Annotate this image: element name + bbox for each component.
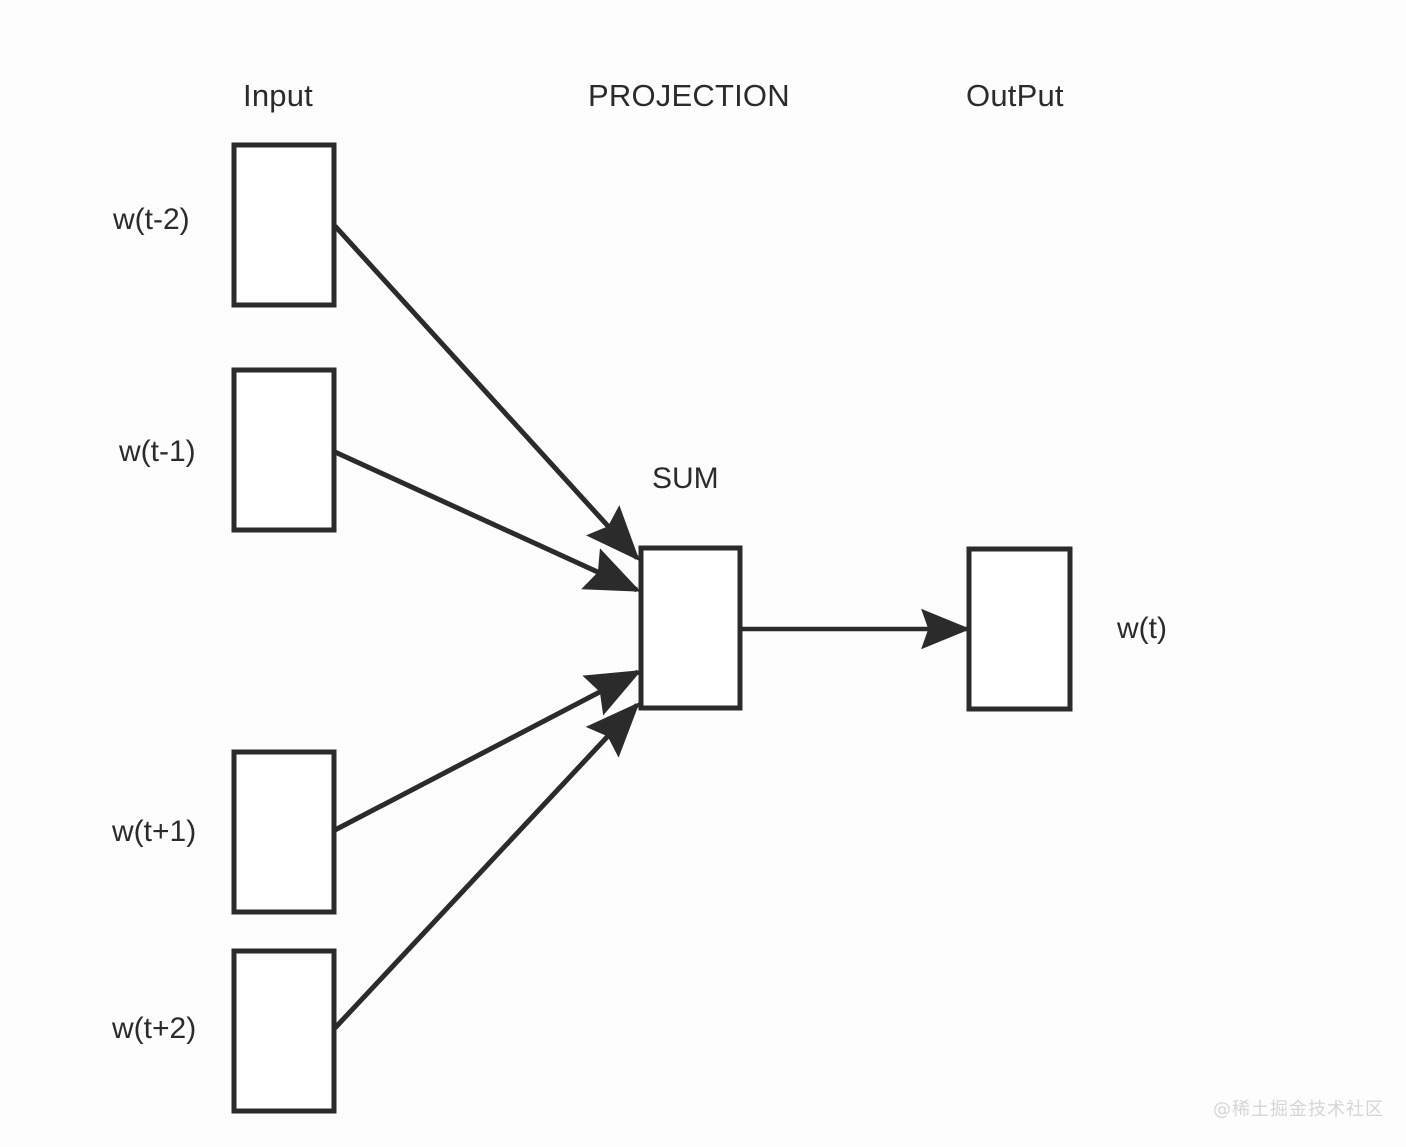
edge-wt-2-to-sum [333, 224, 640, 561]
input-label-wt2: w(t+2) [112, 1012, 197, 1045]
input-box-0 [231, 142, 337, 308]
watermark: @稀土掘金技术社区 [1213, 1099, 1384, 1120]
projection-sum-box [638, 545, 743, 711]
output-box [966, 546, 1073, 712]
header-output: OutPut [966, 78, 1064, 113]
input-label-wt-2: w(t-2) [113, 203, 190, 236]
input-box-3 [231, 948, 337, 1114]
header-input: Input [243, 78, 313, 113]
input-box-1 [231, 367, 337, 533]
output-label-wt: w(t) [1117, 612, 1167, 645]
edge-wt1-to-sum [333, 669, 642, 833]
input-label-wt1: w(t+1) [112, 815, 197, 848]
input-box-2 [231, 749, 337, 915]
edge-wt-1-to-sum [333, 449, 641, 593]
input-label-wt-1: w(t-1) [119, 435, 196, 468]
header-projection: PROJECTION [588, 78, 790, 113]
edge-wt2-to-sum [333, 702, 640, 1030]
projection-sum-label: SUM [652, 462, 719, 495]
